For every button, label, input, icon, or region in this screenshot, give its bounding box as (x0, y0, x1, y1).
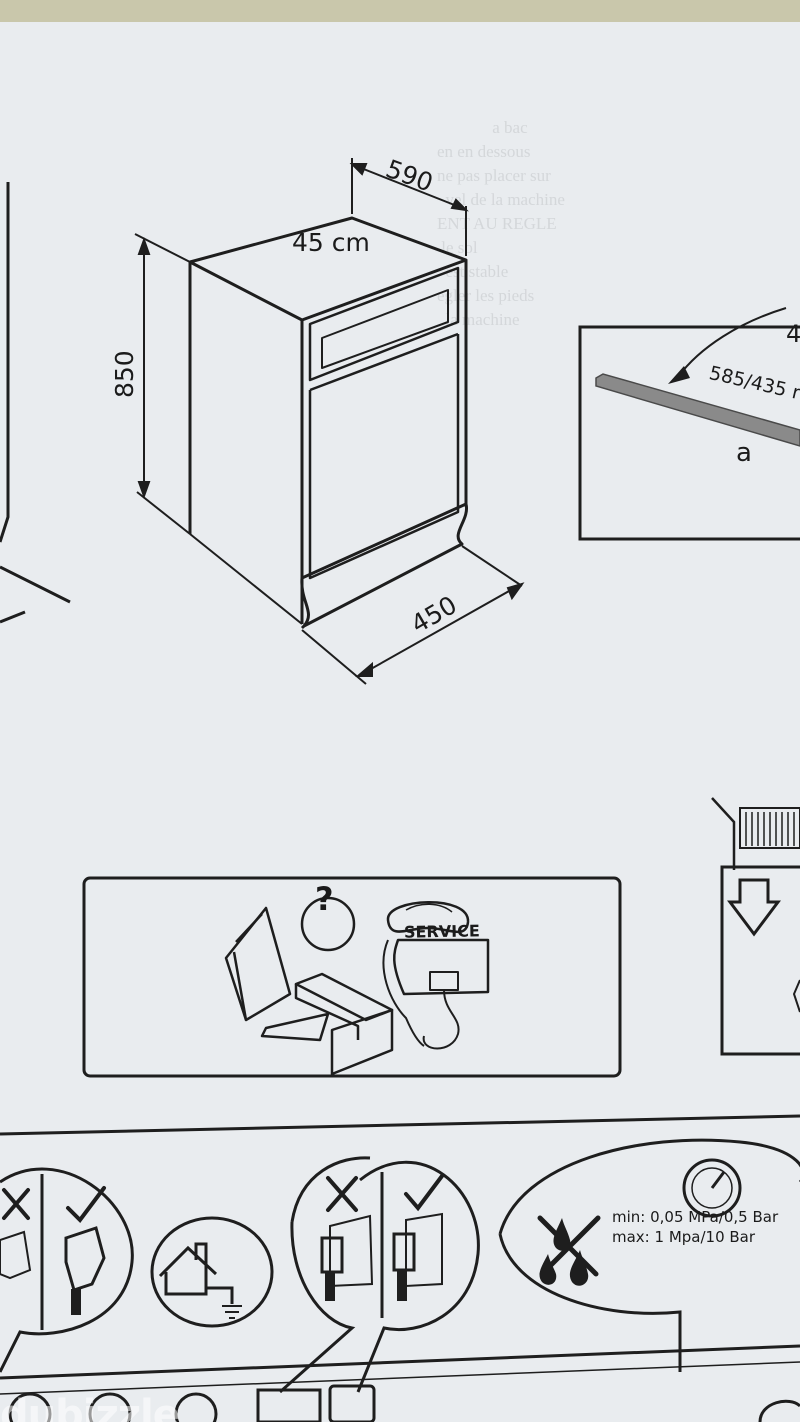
panel-letter: a (736, 438, 752, 468)
height-label: 850 (110, 350, 139, 398)
panel-top-value: 4 (786, 320, 800, 348)
top-depth-label: 45 cm (292, 228, 370, 257)
service-label: SERVICE (403, 921, 480, 942)
water-pressure-max: max: 1 Mpa/10 Bar (612, 1228, 756, 1246)
water-pressure-min: min: 0,05 MPa/0,5 Bar (612, 1208, 779, 1226)
question-mark: ? (315, 880, 334, 918)
installation-diagram (0, 158, 800, 1422)
watermark-logo: dubizzle (0, 1392, 180, 1422)
manual-page: a bac en en dessous ne pas placer sur ve… (0, 22, 800, 1422)
